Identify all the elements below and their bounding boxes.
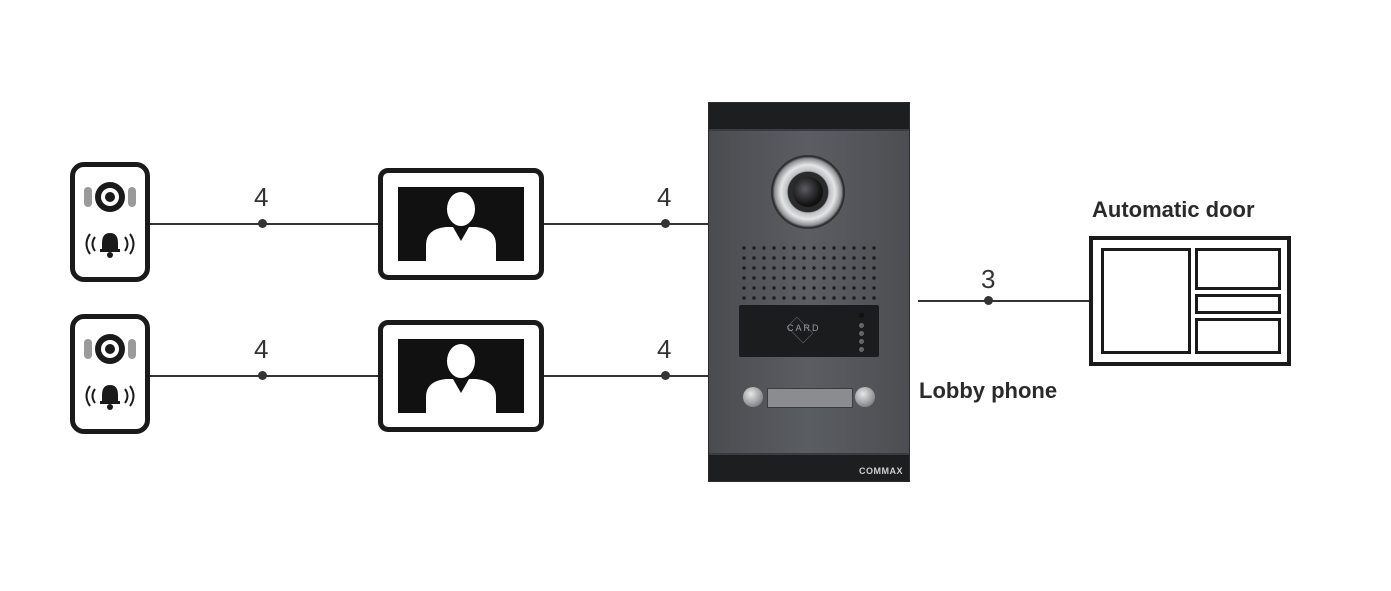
monitor-screen [398,187,524,261]
lobby-phone-label: Lobby phone [919,378,1058,403]
video-monitor-icon [378,320,544,432]
wire-junction-dot [984,296,993,305]
door-pane [1101,248,1191,354]
wire-count-label: 4 [254,334,269,364]
wire-junction-dot [661,371,670,380]
status-led [859,313,864,318]
wire-count-label: 4 [254,182,269,212]
call-button-bar [739,385,879,409]
wire-monitor1-lobby [544,223,710,225]
door-pane [1195,294,1281,314]
name-plate [767,388,853,408]
card-reader-label: CARD [787,323,821,333]
doorbell-camera-icon [70,162,150,282]
doorbell-camera-icon [70,314,150,434]
monitor-screen [398,339,524,413]
card-reader: CARD [739,305,879,357]
brand-logo: COMMAX [859,466,903,476]
call-button [743,387,763,407]
wire-junction-dot [258,219,267,228]
wire-count-label: 3 [981,264,996,294]
wire-count-label: 4 [657,182,672,212]
speaker-grille [739,243,879,301]
wire-count-label: 4 [657,334,672,364]
status-led [859,323,864,328]
automatic-door-label: Automatic door [1092,197,1255,222]
status-led [859,339,864,344]
camera-lens [793,177,823,207]
panel-bottom-cap: COMMAX [709,453,909,481]
video-monitor-icon [378,168,544,280]
status-led [859,331,864,336]
automatic-door-icon [1089,236,1291,366]
wire-junction-dot [661,219,670,228]
wire-lobby-door [918,300,1090,302]
call-button [855,387,875,407]
door-pane [1195,318,1281,354]
lobby-phone-panel: CARD COMMAX [709,103,909,481]
panel-top-cap [709,103,909,131]
status-led [859,347,864,352]
camera-icon [771,155,845,229]
wire-monitor2-lobby [544,375,710,377]
door-pane [1195,248,1281,290]
wire-junction-dot [258,371,267,380]
